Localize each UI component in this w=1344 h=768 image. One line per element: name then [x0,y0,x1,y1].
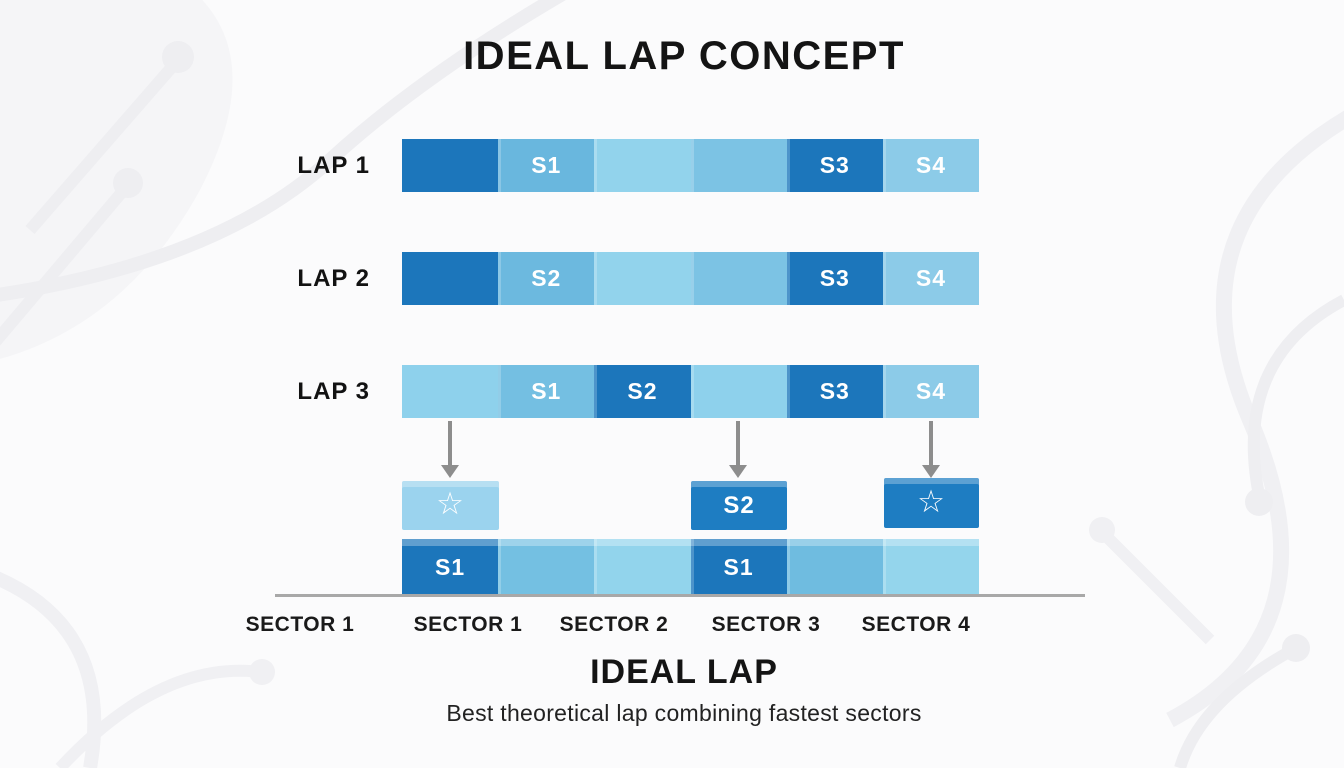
lap3-segment-1 [402,365,499,418]
ideal-segment-1: S1 [402,539,499,595]
axis-line [275,594,1085,597]
ideal-segment-5 [786,539,883,595]
lap1-segment-6: S4 [882,139,980,192]
lap1-segment-3 [594,139,691,192]
footer-subtitle: Best theoretical lap combining fastest s… [446,700,922,726]
lap1-bar: S1 S3 S4 [402,139,980,192]
lap3-segment-5: S3 [786,365,883,418]
lap3-label: LAP 3 [297,378,370,405]
lap3-bar: S1 S2 S3 S4 [402,365,980,418]
star-icon: ☆ [436,486,465,521]
lap1-label: LAP 1 [297,152,370,179]
lap3-segment-6: S4 [882,365,980,418]
lap2-label: LAP 2 [297,265,370,292]
lap2-segment-5: S3 [786,252,883,305]
lap2-segment-4 [690,252,787,305]
sector-axis-label-3: SECTOR 2 [559,613,669,636]
picked-sector-box-2: S2 [691,481,787,530]
sector-axis-label-4: SECTOR 3 [711,613,821,636]
ideal-segment-6 [882,539,980,595]
lap2-segment-6: S4 [882,252,980,305]
page-title: IDEAL LAP CONCEPT [463,34,905,78]
down-arrow-icon [729,421,747,478]
star-icon: ☆ [917,483,946,519]
lap2-bar: S2 S3 S4 [402,252,980,305]
down-arrow-icon [441,421,459,478]
ideal-lap-bar: S1 S1 [402,539,980,595]
picked-sector-label: S2 [723,491,755,519]
lap2-segment-3 [594,252,691,305]
lap1-segment-1 [402,139,499,192]
picked-sector-box-3: ☆ [884,478,979,528]
sector-axis-label-1: SECTOR 1 [245,613,355,636]
ideal-segment-2 [498,539,595,595]
down-arrow-icon [922,421,940,478]
sector-axis-label-2: SECTOR 1 [413,613,523,636]
lap1-segment-2: S1 [498,139,595,192]
lap2-segment-1 [402,252,499,305]
lap3-segment-3: S2 [594,365,691,418]
lap2-segment-2: S2 [498,252,595,305]
lap1-segment-5: S3 [786,139,883,192]
ideal-segment-4: S1 [690,539,787,595]
footer-title: IDEAL LAP [590,653,778,691]
lap1-segment-4 [690,139,787,192]
lap3-segment-4 [690,365,787,418]
lap3-segment-2: S1 [498,365,595,418]
sector-axis-label-5: SECTOR 4 [861,613,971,636]
picked-sector-box-1: ☆ [402,481,499,530]
ideal-segment-3 [594,539,691,595]
